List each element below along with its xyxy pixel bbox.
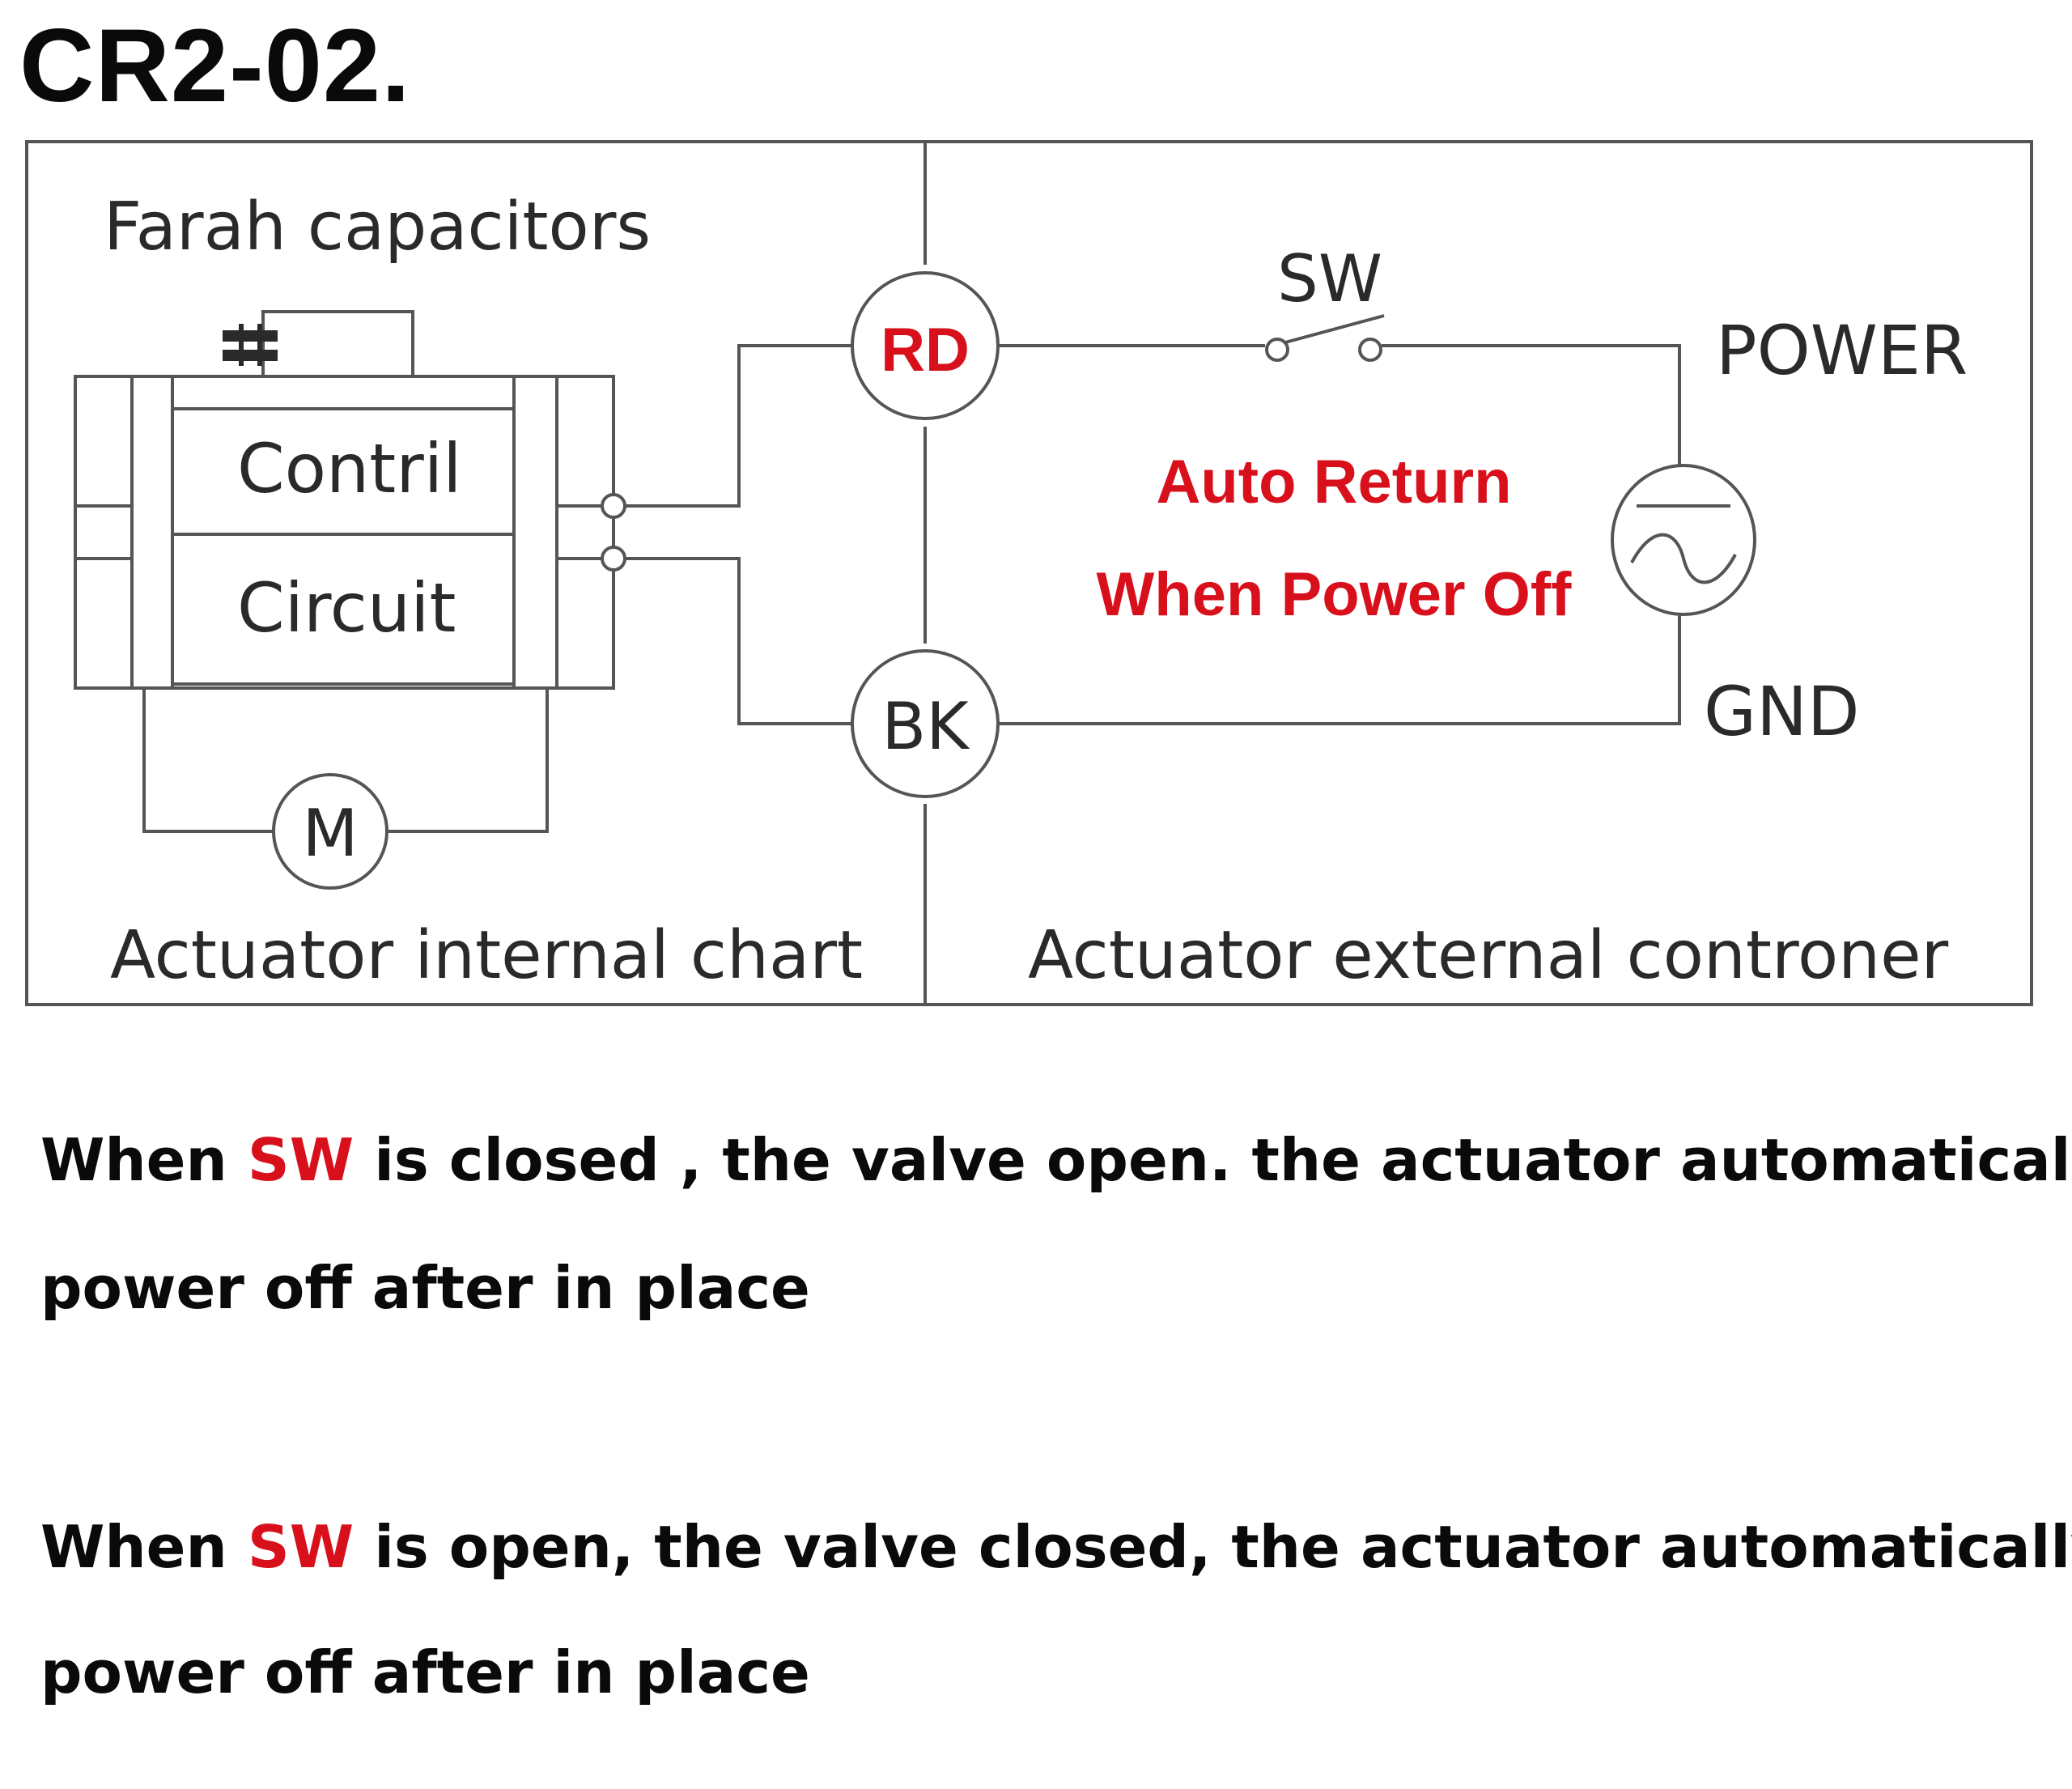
note-open-line1: When SW is open, the valve closed, the a… <box>40 1513 2072 1581</box>
rd-label: RD <box>881 316 970 385</box>
page-title: CR2-02. <box>19 8 411 124</box>
terminal-bk <box>601 546 626 572</box>
sw-highlight: SW <box>247 1513 355 1581</box>
external-caption: Actuator external controner <box>1028 917 1949 994</box>
capacitor-icon <box>223 324 278 366</box>
motor-label: M <box>302 796 358 871</box>
auto-return-line1: Auto Return <box>1156 448 1511 516</box>
circuit-label: Circuit <box>237 568 456 648</box>
power-label: POWER <box>1716 311 1968 390</box>
actuator-body <box>74 375 615 690</box>
gnd-label: GND <box>1704 672 1860 751</box>
note-closed-line2: power off after in place <box>40 1254 810 1322</box>
control-label: Contril <box>237 429 461 508</box>
motor-symbol <box>272 773 388 890</box>
switch-label: SW <box>1277 241 1382 317</box>
bk-label: BK <box>881 689 970 764</box>
note-open-line2: power off after in place <box>40 1638 810 1706</box>
auto-return-line2: When Power Off <box>1097 560 1573 629</box>
sw-highlight: SW <box>247 1126 355 1194</box>
capacitor-label: Farah capacitors <box>104 189 651 266</box>
switch-symbol <box>1265 314 1385 362</box>
diagram-frame <box>25 140 2033 1006</box>
internal-caption: Actuator internal chart <box>110 917 863 994</box>
terminal-rd <box>601 493 626 519</box>
note-closed-line1: When SW is closed , the valve open. the … <box>40 1126 2072 1194</box>
ac-power-source <box>1611 464 1756 616</box>
